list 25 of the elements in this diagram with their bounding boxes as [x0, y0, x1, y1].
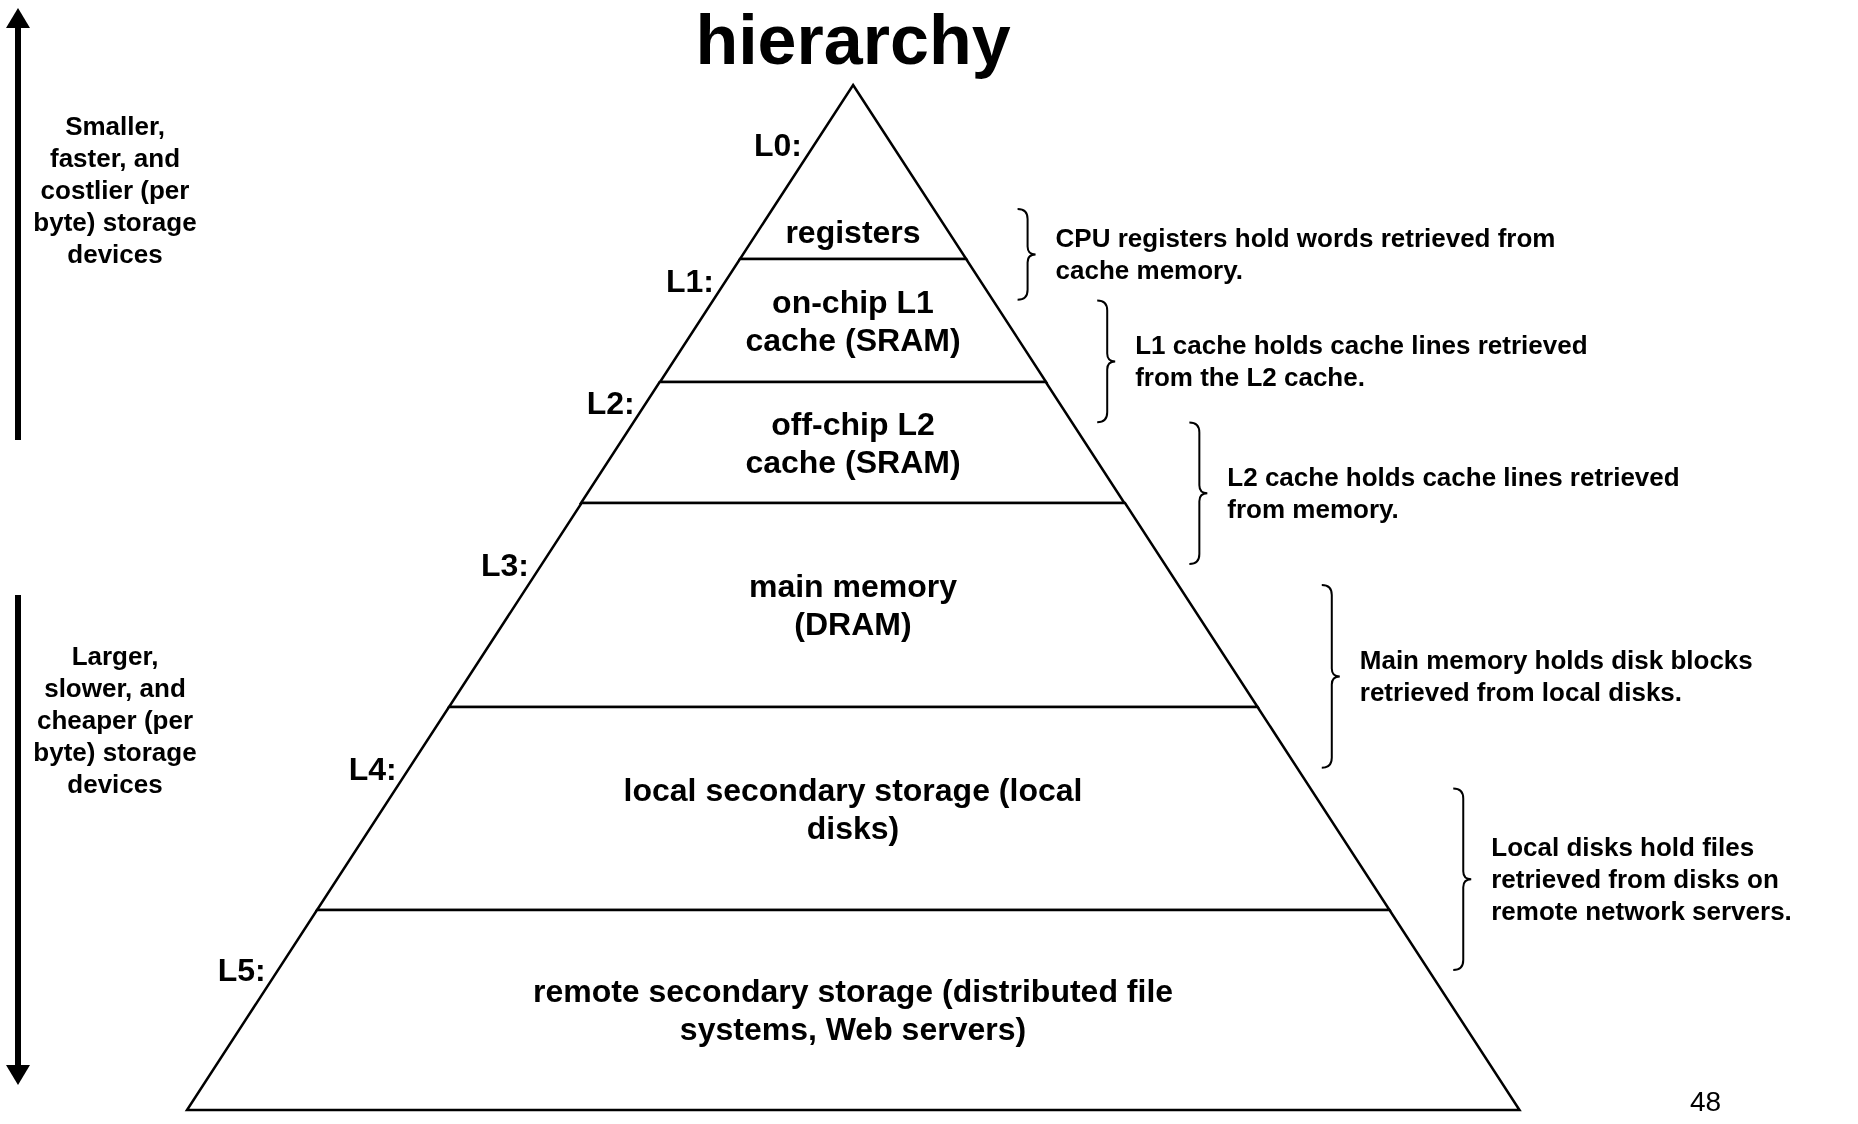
level-label: L2: — [586, 383, 635, 422]
level-label: L1: — [665, 261, 714, 300]
tier-label: on-chip L1 cache (SRAM) — [744, 282, 962, 359]
level-label: L5: — [217, 951, 266, 989]
side-note: Larger, slower, and cheaper (per byte) storage devices — [32, 640, 198, 800]
description: L1 cache holds cache lines retrieved from the L2 cache. — [1135, 329, 1589, 394]
side-note: Smaller, faster, and costlier (per byte) storage devices — [32, 110, 198, 270]
page-number: 48 — [1690, 1086, 1722, 1118]
description: Main memory holds disk blocks retrieved from local disks. — [1359, 644, 1754, 709]
pyramid-tier — [659, 259, 1047, 382]
pyramid-tier — [581, 382, 1125, 503]
pyramid-tier — [739, 85, 967, 259]
level-label: L3: — [481, 546, 529, 584]
description: L2 cache holds cache lines retrieved from memory. — [1227, 461, 1681, 526]
level-label: L4: — [348, 749, 397, 788]
pyramid-tier — [316, 707, 1390, 910]
tier-label: remote secondary storage (distributed file systems, Web servers) — [531, 972, 1175, 1048]
description: CPU registers hold words retrieved from cache memory. — [1055, 222, 1556, 287]
tier-label: off-chip L2 cache (SRAM) — [744, 404, 962, 481]
title: hierarchy — [694, 0, 1012, 80]
tier-label: main memory (DRAM) — [747, 567, 958, 643]
level-label: L0: — [754, 126, 802, 164]
tier-label: registers — [784, 213, 922, 251]
description: Local disks hold files retrieved from disks on remote network servers. — [1491, 831, 1793, 928]
tier-label: local secondary storage (local disks) — [623, 770, 1083, 847]
